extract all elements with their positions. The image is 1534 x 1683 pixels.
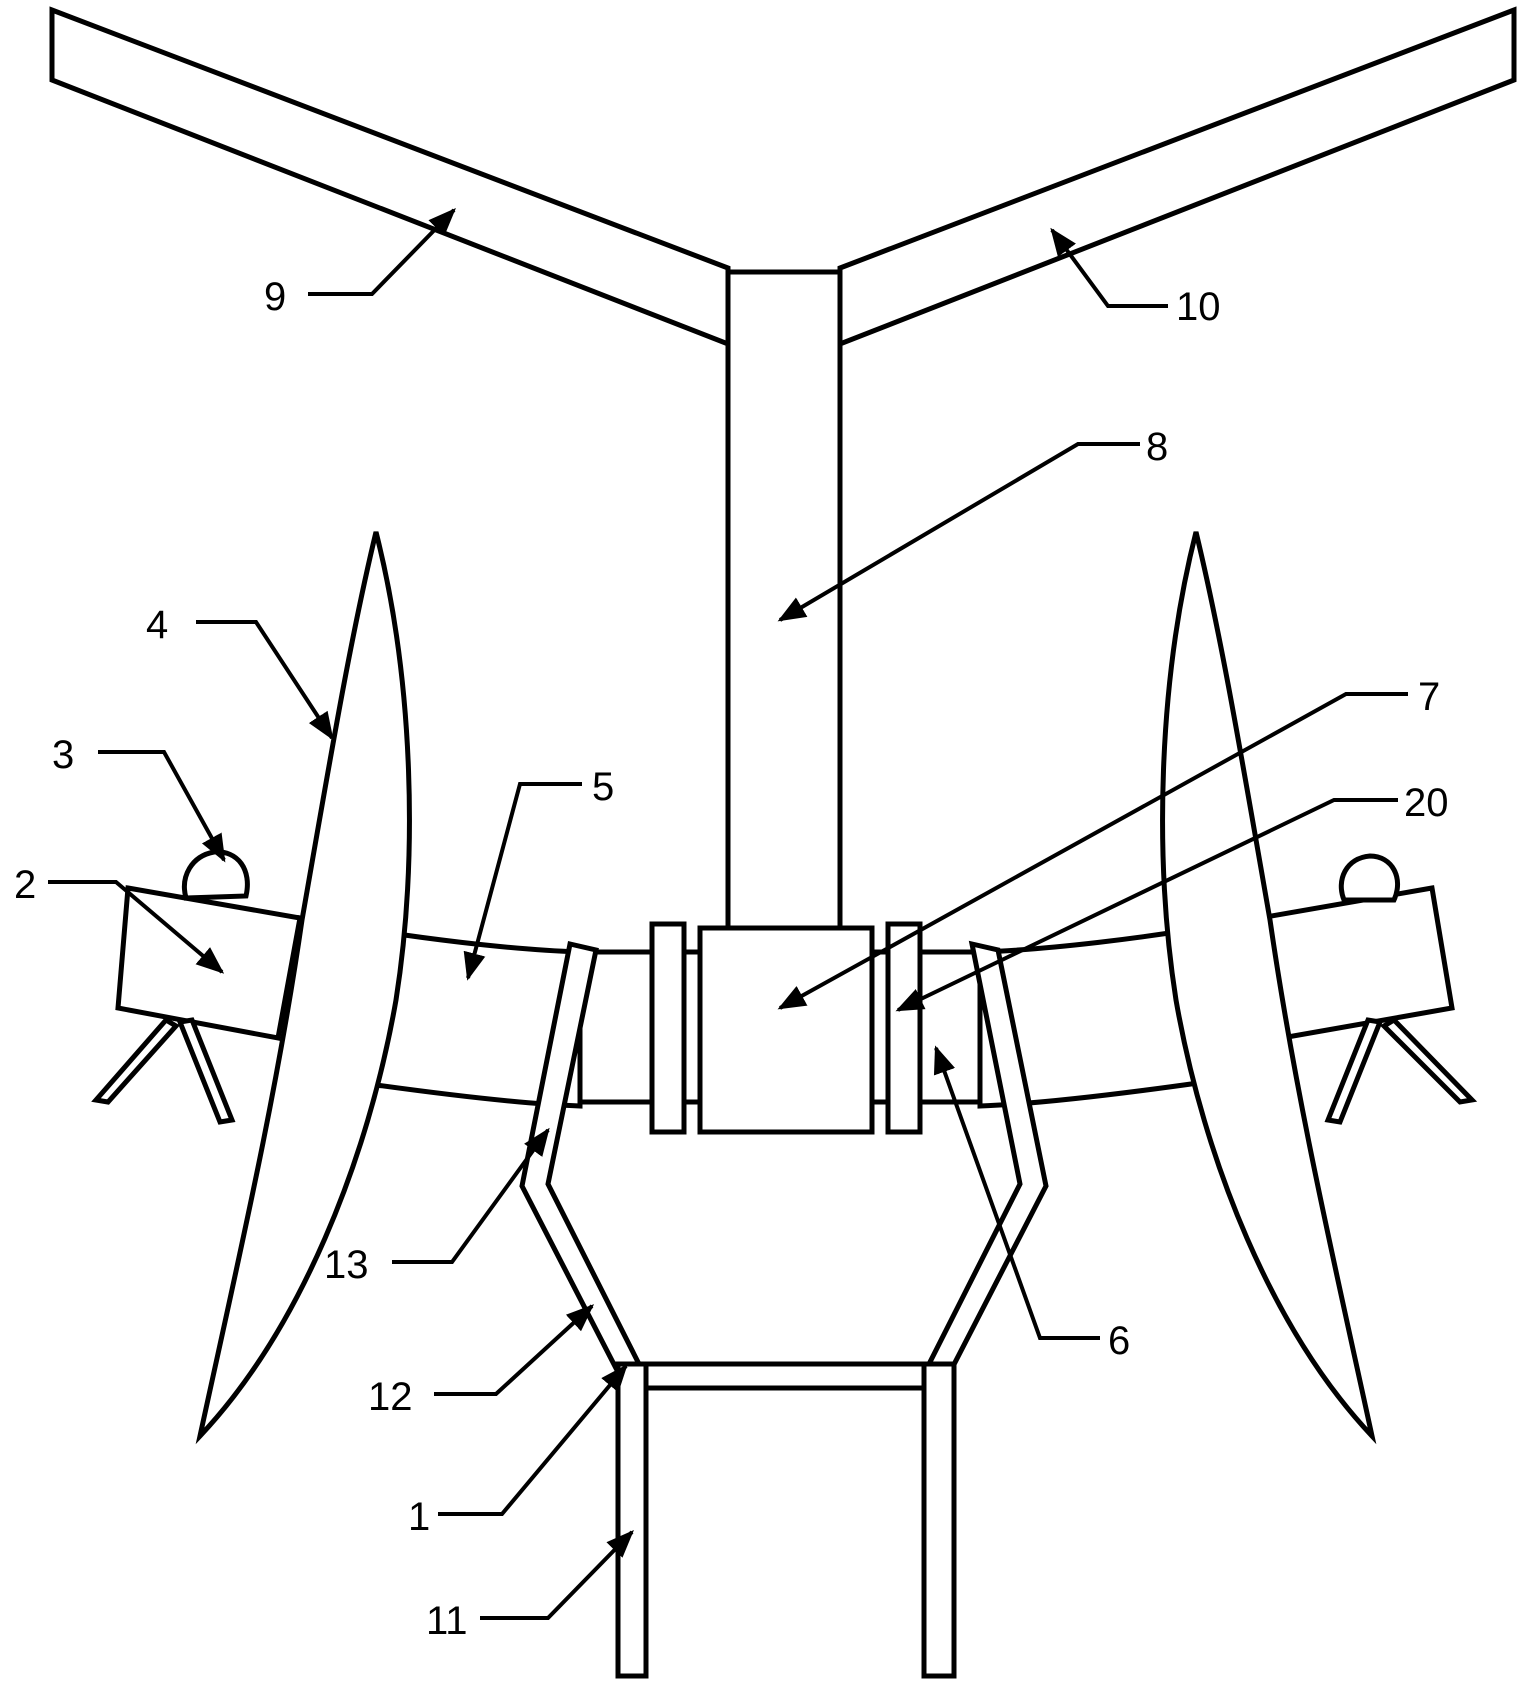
label-20: 20	[1404, 781, 1449, 825]
label-10: 10	[1176, 285, 1221, 329]
left-leg	[618, 1364, 646, 1676]
leader-12	[434, 1306, 592, 1394]
label-13: 13	[324, 1243, 369, 1287]
vertical-shaft	[728, 272, 840, 932]
right-bracket-legs	[1328, 1020, 1472, 1122]
label-6: 6	[1108, 1319, 1130, 1363]
right-leg	[924, 1364, 954, 1676]
left-flange	[652, 924, 684, 1132]
right-flange	[888, 924, 920, 1132]
left-bracket-legs	[96, 1020, 232, 1122]
label-5: 5	[592, 765, 614, 809]
left-eye-ring	[184, 852, 247, 898]
label-9: 9	[264, 275, 286, 319]
label-11: 11	[426, 1599, 468, 1643]
label-12: 12	[368, 1375, 413, 1419]
leader-4	[196, 622, 332, 738]
hub-housing	[700, 928, 872, 1132]
right-arm-assembly	[980, 532, 1472, 1436]
label-1: 1	[408, 1495, 430, 1539]
label-3: 3	[52, 733, 74, 777]
leader-3	[98, 752, 224, 860]
label-7: 7	[1418, 675, 1440, 719]
right-end-block	[1260, 888, 1452, 1038]
leader-1	[438, 1366, 626, 1514]
left-arm-assembly	[96, 532, 580, 1436]
label-4: 4	[146, 603, 168, 647]
leader-11	[480, 1532, 632, 1618]
left-top-blade	[52, 10, 728, 344]
right-eye-ring	[1341, 856, 1397, 900]
frame-crossbar	[630, 1364, 942, 1388]
central-hub	[580, 924, 980, 1132]
label-8: 8	[1146, 425, 1168, 469]
label-2: 2	[14, 863, 36, 907]
top-blades	[52, 10, 1514, 932]
